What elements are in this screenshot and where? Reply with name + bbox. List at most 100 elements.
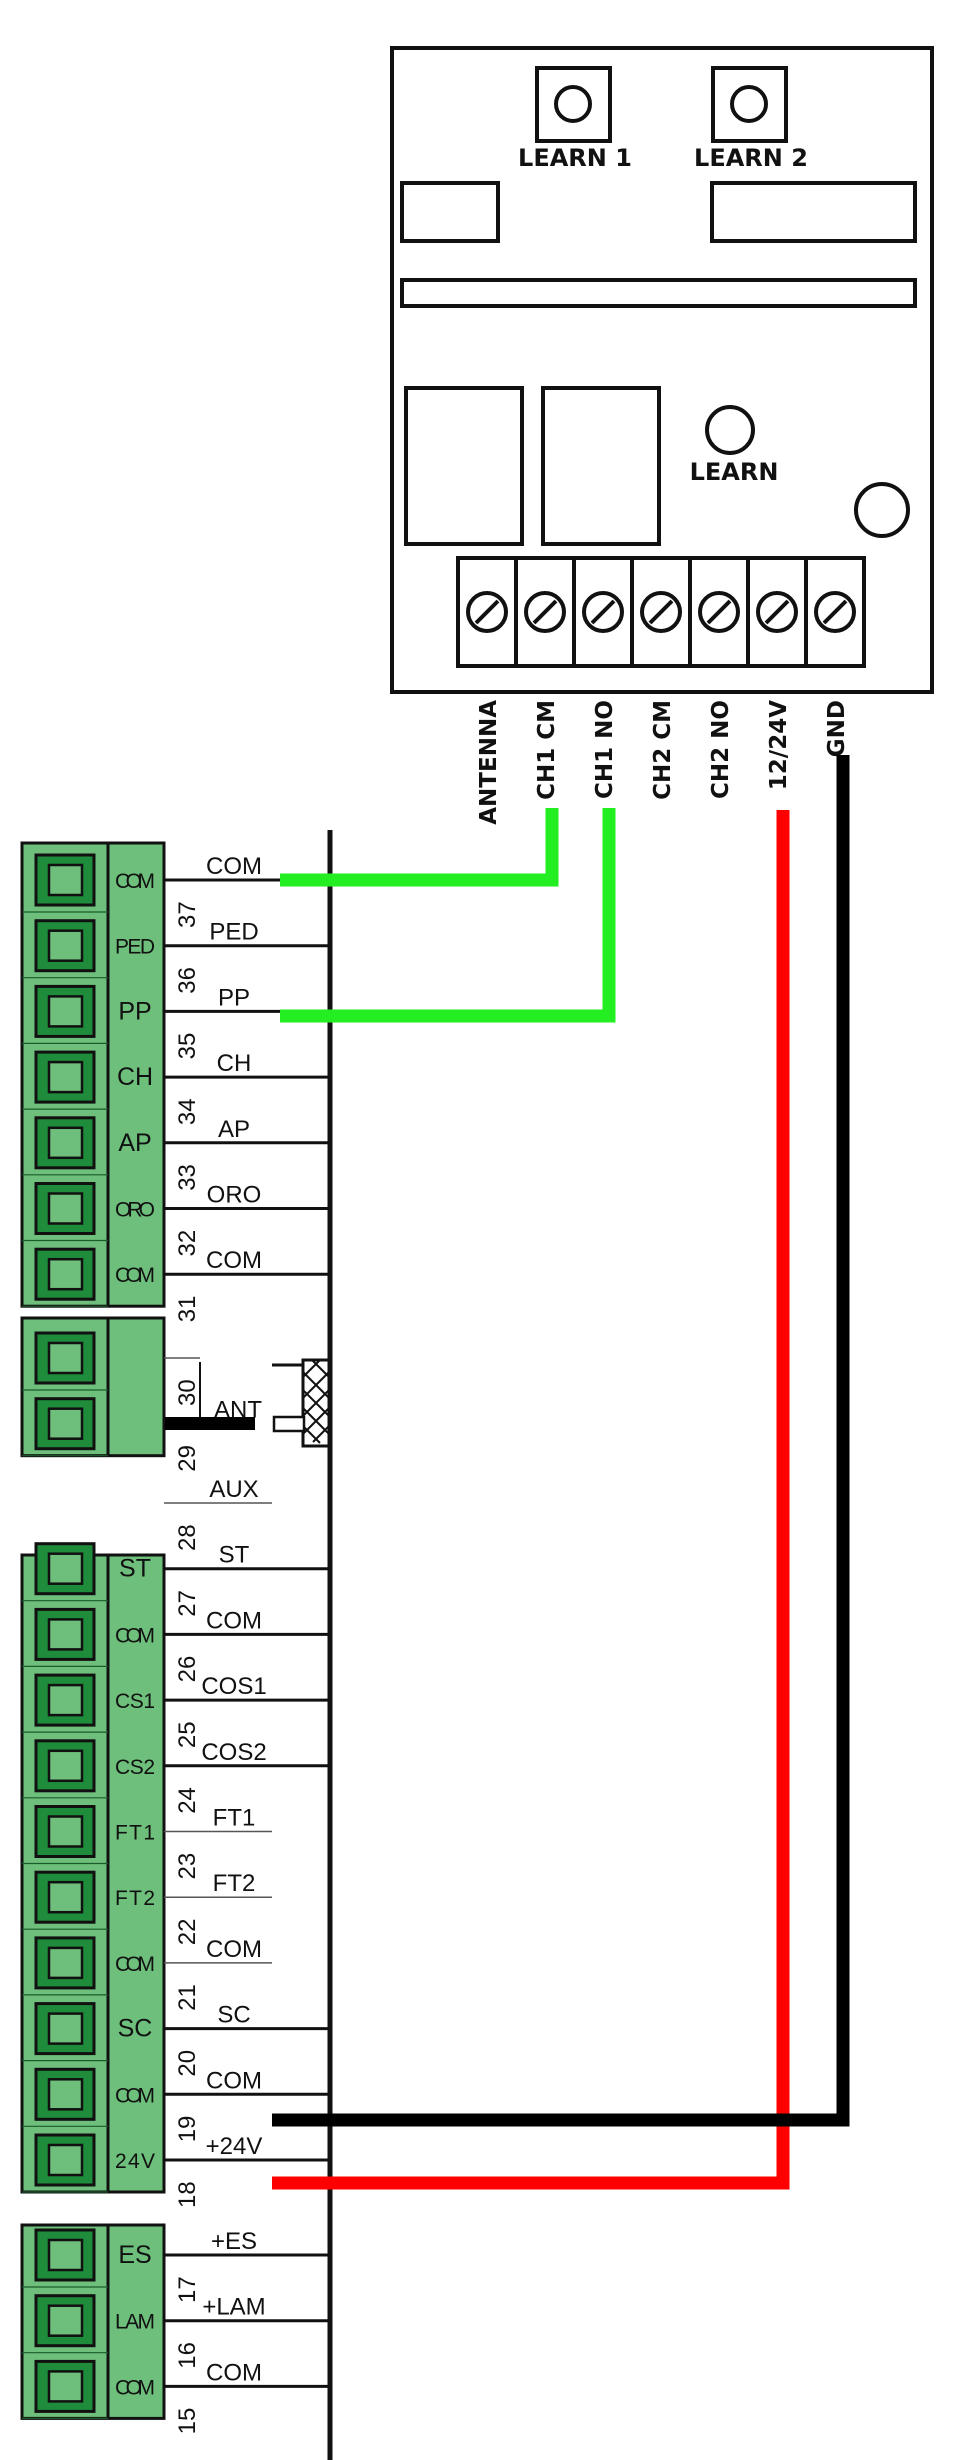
learn-label: LEARN [690, 458, 779, 486]
wire-label: COM [206, 1607, 262, 1634]
terminal-number: 28 [174, 1524, 201, 1551]
terminal-tag: AP [118, 1129, 151, 1157]
receiver-terminal [456, 556, 518, 668]
wire-label: COS1 [201, 1673, 266, 1700]
learn-button [705, 405, 755, 455]
terminal-tag: ORO [115, 1199, 155, 1222]
receiver-terminal [630, 556, 692, 668]
relay-2 [541, 386, 661, 546]
wire-label: PED [209, 919, 258, 946]
wire-label: ORO [207, 1182, 262, 1209]
terminal-number: 15 [174, 2408, 201, 2435]
wire-label: FT2 [213, 1870, 256, 1897]
wire-label: +ES [211, 2228, 257, 2255]
terminal-number: 36 [174, 967, 201, 994]
learn1-button [535, 66, 612, 143]
terminal-tag: PED [115, 936, 155, 959]
terminal-tag: CH [117, 1063, 153, 1091]
receiver-terminal-label: CH2 CM [650, 700, 676, 800]
learn2-button [711, 66, 788, 143]
wire-label: COM [206, 1936, 262, 1963]
terminal-tag: CS1 [115, 1690, 155, 1713]
terminal-number: 25 [174, 1721, 201, 1748]
receiver-component-right [710, 181, 917, 243]
terminal-slot: PED PED 36 [22, 919, 330, 994]
terminal-number: 16 [174, 2342, 201, 2369]
terminal-number: 35 [174, 1033, 201, 1060]
terminal-number: 21 [174, 1984, 201, 2011]
relay-1 [404, 386, 524, 546]
wire-label: PP [218, 984, 250, 1011]
receiver-terminal [804, 556, 866, 668]
receiver-terminal-block [456, 556, 866, 668]
wire-label: SC [217, 2002, 250, 2029]
learn1-label: LEARN 1 [518, 144, 632, 172]
terminal-slot: SC SC 20 [22, 2002, 330, 2077]
receiver-terminal [572, 556, 634, 668]
wire-label: FT1 [213, 1805, 256, 1832]
wire-label: +LAM [202, 2294, 265, 2321]
wire-gnd-to-com [272, 755, 850, 2127]
ant-wire-marker [165, 1417, 255, 1430]
wire-label: ST [219, 1542, 250, 1569]
terminal-tag: 24V [115, 2150, 155, 2173]
terminal-tag: ST [119, 1555, 151, 1583]
terminal-number: 30 [174, 1379, 201, 1406]
terminal-tag: COM [115, 1953, 155, 1976]
receiver-terminal-label: CH2 NO [708, 700, 734, 799]
learn2-label: LEARN 2 [694, 144, 808, 172]
receiver-terminal-label: GND [824, 700, 850, 757]
receiver-terminal [514, 556, 576, 668]
terminal-slot: 30 [22, 1331, 201, 1406]
terminal-slot: ST ST 27 [22, 1542, 330, 1617]
wire-label: COS2 [201, 1739, 266, 1766]
receiver-terminal-label: CH1 NO [592, 700, 618, 799]
terminal-number: 33 [174, 1164, 201, 1191]
antenna-connector [272, 1358, 331, 1448]
terminal-tag: SC [118, 2015, 153, 2043]
terminal-tag: COM [115, 870, 155, 893]
terminal-number: 24 [174, 1787, 201, 1814]
terminal-number: 29 [174, 1445, 201, 1472]
terminal-number: 31 [174, 1295, 201, 1322]
terminal-tag: PP [118, 997, 151, 1025]
receiver-strip [400, 278, 917, 308]
terminal-slot: AUX 28 [164, 1476, 272, 1551]
wire-ch1-no-to-pp [280, 808, 616, 1023]
terminal-tag: COM [115, 2376, 155, 2399]
terminal-tag: COM [115, 1264, 155, 1287]
wire-12-24v-to-24v [272, 810, 790, 2190]
terminal-tag: FT2 [115, 1887, 155, 1910]
terminal-number: 23 [174, 1853, 201, 1880]
terminal-number: 37 [174, 901, 201, 928]
wire-label: AP [218, 1116, 250, 1143]
wire-label: COM [206, 1247, 262, 1274]
receiver-led [854, 482, 910, 538]
terminal-number: 27 [174, 1590, 201, 1617]
receiver-terminal [688, 556, 750, 668]
terminal-tag: COM [115, 1624, 155, 1647]
receiver-terminal [746, 556, 808, 668]
wire-label: CH [217, 1050, 252, 1077]
terminal-number: 20 [174, 2050, 201, 2077]
wire-label: AUX [209, 1476, 258, 1503]
wire-label: COM [206, 2067, 262, 2094]
terminal-tag: FT1 [115, 1822, 155, 1845]
wires [165, 755, 850, 2190]
receiver-terminal-label: 12/24V [766, 700, 792, 790]
terminal-slot: PP PP 35 [22, 984, 330, 1059]
